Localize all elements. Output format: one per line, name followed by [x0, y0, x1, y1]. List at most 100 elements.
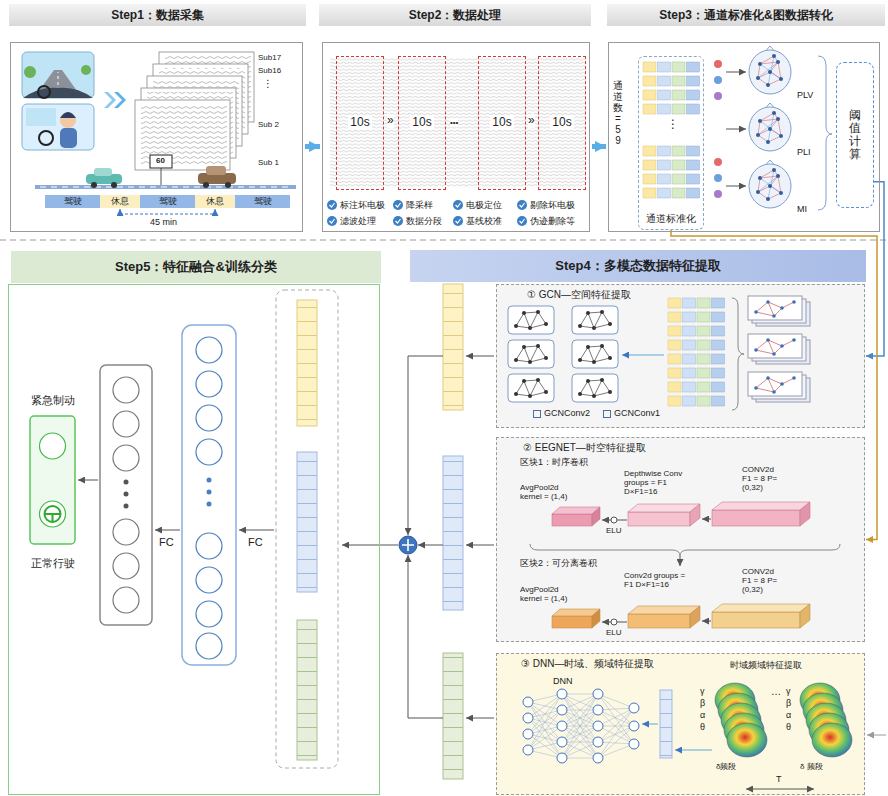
- network-graph: [593, 689, 603, 699]
- eegnet-illustration: [628, 614, 690, 628]
- check-icon: [393, 216, 403, 226]
- legend-swatch: [603, 410, 611, 418]
- fusion-classifier: [113, 553, 139, 579]
- node-text: 10s: [410, 116, 433, 130]
- chevron-symbol: [104, 92, 116, 108]
- feature-vectors: [408, 555, 443, 718]
- eegnet-illustration: [702, 519, 711, 520]
- eegnet-illustration: [552, 616, 592, 628]
- road-scene: [225, 182, 231, 188]
- channel-rows: [643, 160, 700, 170]
- node-text: Step1：数据采集: [9, 4, 306, 26]
- network-graph: [598, 710, 634, 726]
- fusion-classifier: [78, 480, 98, 481]
- channel-rows: [643, 62, 700, 72]
- feature-vectors: [342, 284, 886, 779]
- eeg-sheets: [135, 100, 230, 170]
- driver-eeg-scene: [60, 128, 77, 148]
- eegnet-illustration: [611, 517, 617, 523]
- fusion-classifier: [207, 478, 212, 507]
- label-text: MI: [797, 204, 807, 214]
- dnn-illustration: [715, 683, 852, 757]
- brain-network: [749, 46, 791, 94]
- segment-box: 10s: [538, 56, 586, 190]
- feature-vectors: [399, 536, 417, 554]
- feature-dots: [714, 174, 722, 182]
- network-graph: [523, 729, 533, 739]
- legend-text: GCNConv1: [614, 408, 660, 420]
- segment-box: 10s: [478, 56, 526, 190]
- dnn-illustration: [496, 653, 865, 796]
- node-text: ① GCN—空间特征提取: [527, 289, 631, 301]
- label-text: Conv2d groups = F1 D×F1=16: [624, 572, 690, 590]
- brain-network: [818, 56, 832, 210]
- road-scene: [206, 166, 226, 175]
- fusion-classifier: [40, 433, 66, 459]
- chevron-symbol: [104, 92, 126, 108]
- feature-dots: [714, 76, 722, 84]
- dnn-illustration: [675, 750, 712, 751]
- label-text: 数据分段: [406, 216, 442, 226]
- network-graph: [629, 721, 639, 731]
- dnn-illustration: [642, 724, 658, 725]
- node-text: ② EEGNET—时空特征提取: [523, 442, 646, 454]
- phase-band: 驾驶: [140, 195, 195, 208]
- check-icon: [517, 216, 527, 226]
- gcn-illustration: [496, 284, 865, 428]
- network-graph: [557, 721, 567, 731]
- interval-bracket: [215, 209, 216, 215]
- legend-text: GCNConv2: [544, 408, 590, 420]
- node-text: Step5：特征融合&训练分类: [11, 251, 381, 283]
- brain-network: [749, 160, 791, 208]
- feature-dots: [714, 60, 746, 198]
- label-text: α: [786, 710, 791, 720]
- gcn-illustration: [496, 284, 865, 428]
- road-scene: [40, 187, 290, 188]
- road-scene: [91, 182, 97, 188]
- label-text: FC: [248, 536, 263, 549]
- interval-bracket: [120, 214, 215, 215]
- network-graph: [598, 694, 634, 744]
- fusion-classifier: [45, 514, 61, 522]
- label-text: 60: [156, 156, 165, 165]
- gcn-illustration: [508, 374, 554, 402]
- driving-scene: [22, 52, 94, 98]
- network-graph: [629, 703, 639, 713]
- driving-scene: [22, 52, 94, 98]
- phase-band: 休息: [195, 195, 235, 208]
- feature-vectors: [408, 356, 443, 535]
- label-text: 降采样: [406, 200, 433, 210]
- driving-scene: [23, 88, 93, 98]
- feature-vectors: [402, 539, 414, 551]
- fusion-classifier: [45, 506, 61, 522]
- gcn-illustration: [622, 355, 664, 356]
- fusion-classifier: [30, 416, 75, 544]
- driver-eeg-scene: [60, 112, 76, 128]
- fusion-classifier: [196, 601, 222, 627]
- driver-eeg-scene: [39, 131, 53, 145]
- eegnet-illustration: [680, 556, 681, 566]
- network-graph: [598, 694, 634, 708]
- node-text: 10s: [490, 116, 513, 130]
- network-graph: [562, 742, 598, 758]
- fusion-classifier: [196, 533, 222, 559]
- eegnet-illustration: [712, 502, 810, 510]
- segment-box: 10s: [336, 56, 384, 190]
- phase-band: Step4：多模态数据特征提取: [410, 250, 866, 282]
- check-icon: [327, 200, 337, 210]
- network-graph: [593, 721, 603, 731]
- label-text: β: [700, 698, 705, 708]
- network-graph: [562, 710, 598, 758]
- channel-rows: [643, 76, 700, 86]
- label-text: DNN: [553, 676, 573, 686]
- fusion-classifier: [113, 445, 139, 471]
- road-scene: [203, 182, 209, 188]
- fusion-classifier: [297, 300, 317, 426]
- network-graph: [593, 737, 603, 747]
- channel-rows: [643, 62, 700, 198]
- gcn-illustration: [668, 382, 725, 392]
- feature-vectors: [867, 735, 886, 736]
- label-text: PLI: [797, 147, 811, 157]
